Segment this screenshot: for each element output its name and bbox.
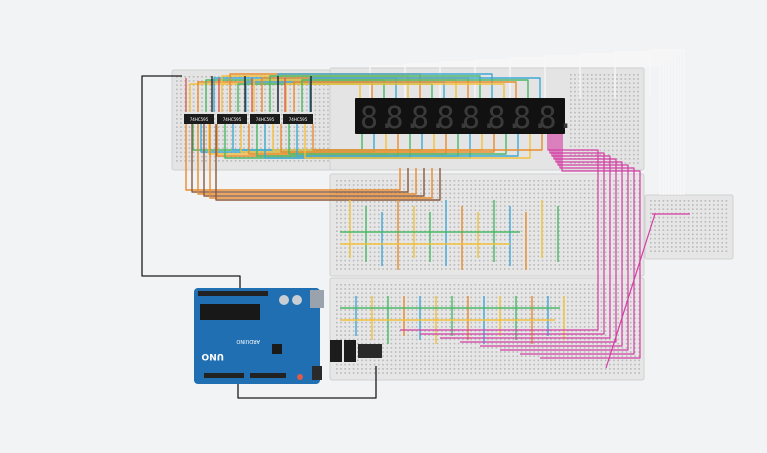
wire[interactable] — [605, 213, 656, 369]
shift-register-row: 74HC595 74HC595 74HC595 74HC595 — [184, 114, 313, 124]
seven-segment-digit: 8. — [437, 101, 473, 136]
seven-segment-digit: 8. — [539, 101, 575, 136]
wire[interactable] — [304, 124, 531, 159]
wire[interactable] — [296, 124, 519, 157]
atmega-chip — [200, 304, 260, 320]
wire[interactable] — [649, 49, 685, 195]
wire[interactable] — [215, 124, 441, 201]
seven-segment-digit: 8. — [513, 101, 549, 136]
wire[interactable] — [191, 124, 409, 193]
display-digits: 8.8.8.8.8.8.8.8. — [360, 101, 575, 136]
wire[interactable] — [237, 366, 377, 399]
usb-chip — [272, 344, 282, 354]
chip-label: 74HC595 — [256, 117, 275, 122]
analog-header[interactable] — [250, 373, 286, 378]
wire[interactable] — [209, 124, 433, 199]
wire[interactable] — [440, 134, 611, 339]
wire[interactable] — [544, 55, 676, 195]
power-jack[interactable] — [312, 366, 322, 380]
breadboard-holes — [650, 200, 728, 252]
wire[interactable] — [309, 77, 541, 112]
shift-register-chip[interactable]: 74HC595 — [283, 114, 313, 124]
capacitor — [292, 295, 302, 305]
wire[interactable] — [400, 134, 599, 331]
breadboard-bottom[interactable] — [329, 277, 645, 381]
wire[interactable] — [579, 53, 679, 195]
wire[interactable] — [312, 124, 543, 151]
seven-segment-digit: 8. — [386, 101, 422, 136]
chip-label: 74HC595 — [190, 117, 209, 122]
wire[interactable] — [540, 134, 641, 359]
chip-label: 74HC595 — [223, 117, 242, 122]
shift-register-chip[interactable]: 74HC595 — [217, 114, 247, 124]
wire[interactable] — [197, 124, 417, 195]
seven-segment-display[interactable]: 8.8.8.8.8.8.8.8. — [355, 98, 575, 136]
usb-port[interactable] — [310, 290, 324, 308]
wire[interactable] — [420, 134, 605, 335]
power-header[interactable] — [204, 373, 244, 378]
wire[interactable] — [203, 124, 425, 197]
reset-button[interactable] — [297, 374, 303, 380]
breadboard-small-right[interactable] — [644, 194, 734, 260]
wire[interactable] — [614, 51, 682, 195]
seven-segment-digit: 8. — [488, 101, 524, 136]
wires-layer[interactable] — [141, 49, 690, 399]
wire[interactable] — [288, 124, 507, 155]
capacitor — [279, 295, 289, 305]
wire[interactable] — [280, 124, 495, 153]
seven-segment-digit: 8. — [462, 101, 498, 136]
digital-header[interactable] — [198, 291, 268, 296]
wire[interactable] — [301, 79, 529, 112]
shift-register-chip[interactable]: 74HC595 — [250, 114, 280, 124]
wire[interactable] — [474, 59, 670, 195]
wire[interactable] — [141, 75, 241, 288]
shift-register-chip[interactable]: 74HC595 — [184, 114, 214, 124]
wire[interactable] — [500, 134, 629, 351]
wire[interactable] — [293, 81, 517, 112]
wire[interactable] — [185, 124, 401, 191]
wire[interactable] — [404, 63, 664, 195]
uno-logo: UNO — [201, 351, 224, 361]
wire[interactable] — [460, 134, 617, 343]
seven-segment-digit: 8. — [360, 101, 396, 136]
breadboard-holes — [336, 284, 640, 374]
wire[interactable] — [480, 134, 623, 347]
wire[interactable] — [520, 134, 635, 355]
wire[interactable] — [269, 75, 481, 112]
power-connector[interactable] — [330, 340, 382, 362]
chip-label: 74HC595 — [289, 117, 308, 122]
arduino-uno-board[interactable]: UNO ARDUINO — [194, 288, 324, 384]
arduino-brand: ARDUINO — [236, 338, 260, 344]
seven-segment-digit: 8. — [411, 101, 447, 136]
wire[interactable] — [285, 83, 505, 112]
